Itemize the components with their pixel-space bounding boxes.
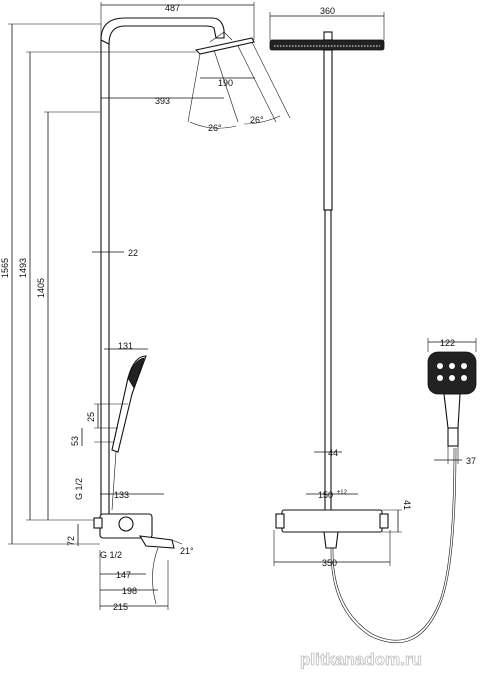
dim-spout-198: 198 [122,586,137,596]
shower-hose [330,447,457,644]
overhead-shower-front [269,39,385,51]
dim-hand-25: 25 [86,412,96,422]
overhead-shower-side [194,37,255,55]
dim-thermostat-width: 350 [322,558,337,568]
bath-spout [138,535,175,549]
dim-connection-thread: G 1/2 [74,478,84,500]
dim-head-diameter: 190 [218,78,233,88]
dim-pipe-spacing: 44 [328,448,338,458]
dim-spout-147: 147 [116,570,131,580]
dim-hand-grip-width: 37 [466,456,476,466]
dim-spray-angle-right: 26° [250,115,264,125]
riser-pipe-front [323,49,333,211]
hand-shower-side [111,355,147,453]
dim-thread-lower: G 1/2 [100,550,122,560]
dim-pipe-offset: 22 [128,248,138,258]
dim-hand-53: 53 [70,436,80,446]
dim-connection-tolerance: ±12 [337,490,348,496]
side-view: 190 26° 26° 487 393 1565 1493 1405 22 13… [0,2,291,612]
hand-shower-front [427,351,477,395]
dim-connection-spacing: 150 [318,490,333,500]
dim-arm-length: 393 [155,96,170,106]
dim-spray-angle-left: 26° [208,123,222,133]
dim-head-width: 360 [320,6,335,16]
dim-height-total: 1565 [0,258,10,278]
front-view: 360 44 150 ±12 41 350 [269,6,477,644]
shower-arm [100,17,225,45]
watermark: plitkanadom.ru [300,650,422,669]
dim-hand-shower-offset: 131 [118,341,133,351]
dim-thermostat-offset: 133 [114,490,129,500]
dim-total-width: 487 [165,3,180,13]
dim-bottom-72: 72 [66,536,76,546]
riser-pipe [100,37,110,517]
dim-hand-head-width: 122 [440,338,455,348]
dim-spout-215: 215 [113,602,128,612]
dim-height-top: 1493 [18,258,28,278]
thermostat-front [281,509,383,533]
dim-thermostat-height: 41 [402,500,412,510]
dim-spout-angle: 21° [180,546,194,556]
dim-height-mid: 1405 [36,278,46,298]
